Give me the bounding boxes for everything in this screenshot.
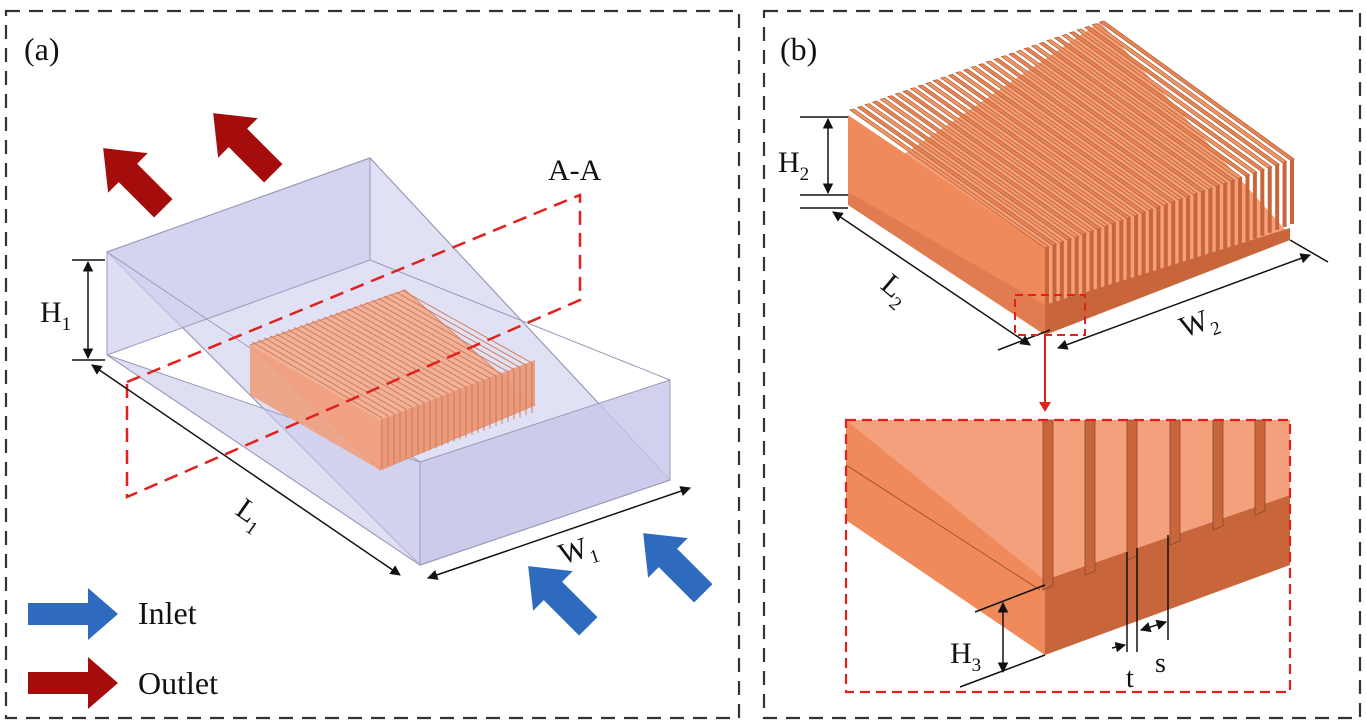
heat-sink-fin-front <box>1141 212 1146 283</box>
heat-sink-fin-front <box>1059 241 1064 315</box>
s-label: s <box>1155 648 1166 679</box>
small-fin-line <box>305 322 437 399</box>
heat-sink-fin-front <box>1260 169 1265 236</box>
legend-outlet-arrow <box>28 657 118 709</box>
small-fin-line <box>377 297 509 373</box>
heat-sink-fin-front <box>1200 191 1205 259</box>
zoom-fin <box>1254 419 1266 516</box>
legend: Inlet Outlet <box>28 588 218 709</box>
panel-a-label: (a) <box>24 31 60 67</box>
heat-sink-fin-front <box>1208 188 1213 256</box>
heat-sink-fin-front <box>1111 223 1116 294</box>
heat-sink-fin-front <box>1119 220 1124 291</box>
h3-label: H3 <box>950 637 981 676</box>
heat-sink-fin-front <box>1074 236 1079 309</box>
heat-sink-fin-front <box>1052 244 1057 318</box>
inlet-arrow-2 <box>643 533 713 603</box>
heat-sink-fin-front <box>1171 201 1176 271</box>
h2-label: H2 <box>778 146 809 185</box>
small-fin-line <box>389 293 521 368</box>
zoom-detail <box>845 419 1290 655</box>
small-fin-line <box>311 320 443 397</box>
heat-sink-fin-front <box>1215 185 1220 254</box>
heat-sink-fin-front <box>1067 239 1072 312</box>
panel-a-frame <box>4 9 741 720</box>
zoom-fin <box>1042 419 1054 591</box>
heat-sink-fin-front <box>1223 183 1228 251</box>
small-fin-line <box>341 310 473 386</box>
s-dimension-line <box>1139 619 1168 633</box>
heat-sink-fin-front <box>1186 196 1191 265</box>
l2-ext <box>997 329 1051 351</box>
heat-sink-fin-front <box>1045 247 1049 320</box>
heat-sink-fin-front <box>1282 161 1287 227</box>
small-fin-line <box>395 291 527 366</box>
legend-inlet-label: Inlet <box>138 595 197 631</box>
zoom-connector-head <box>1039 402 1051 412</box>
zoom-fin <box>1212 419 1224 531</box>
heat-sink-fin-front <box>1238 177 1243 245</box>
heat-sink-fin-front <box>1089 231 1094 303</box>
heat-sink-fin-front <box>1252 172 1257 239</box>
heat-sink-large <box>848 20 1295 335</box>
small-fin-line <box>383 295 515 371</box>
zoom-fin <box>1126 419 1138 561</box>
small-fin-line <box>299 324 431 401</box>
panel-b-frame <box>762 9 1362 720</box>
heat-sink-fin-front <box>1290 159 1294 224</box>
small-fin-line <box>359 304 491 379</box>
heat-sink-fin-front <box>1163 204 1168 274</box>
heat-sink-fin-front <box>1193 193 1198 262</box>
heat-sink-fin-front <box>1134 215 1139 286</box>
small-fin-line <box>353 306 485 382</box>
h1-label: H1 <box>40 296 71 335</box>
legend-outlet-label: Outlet <box>138 665 218 701</box>
heat-sink-fin-front <box>1267 167 1272 233</box>
zoom-frame <box>844 418 1292 694</box>
zoom-fin <box>1169 419 1181 546</box>
l2-dimension-line <box>832 211 1031 346</box>
outlet-arrow-1 <box>103 148 173 218</box>
heat-sink-fin-front <box>1126 217 1131 288</box>
w1-dimension-line <box>427 486 691 580</box>
inlet-arrow-1 <box>528 566 598 636</box>
zoom-source-box <box>1014 294 1086 336</box>
heat-sink-fin-front <box>1156 207 1161 277</box>
panel-b-label: (b) <box>780 31 817 67</box>
small-fin-line <box>365 302 497 377</box>
heat-sink-fin-front <box>1096 228 1101 300</box>
h3-ext-top <box>974 584 1046 613</box>
small-fin-line <box>347 308 479 384</box>
t-label: t <box>1126 663 1134 694</box>
l2-label: L2 <box>871 267 917 315</box>
t-arrow-left <box>1111 642 1127 653</box>
heat-sink-fin-front <box>1230 180 1235 248</box>
heat-sink-fin-front <box>1148 209 1153 280</box>
zoom-fin <box>1084 419 1096 576</box>
outlet-arrow-2 <box>213 113 283 183</box>
legend-inlet-arrow <box>28 588 118 640</box>
heat-sink-fin-front <box>1104 225 1109 297</box>
l1-label: L1 <box>226 492 271 540</box>
heat-sink-fin-front <box>1178 199 1183 268</box>
small-fin-line <box>317 318 449 395</box>
small-fin-line <box>335 312 467 388</box>
w2-dimension-line <box>1057 253 1311 350</box>
w1-label: W1 <box>555 528 603 577</box>
section-label-aa: A-A <box>548 154 602 187</box>
heat-sink-fin-front <box>1275 164 1280 230</box>
w2-label: W2 <box>1175 300 1224 350</box>
w2-ext <box>1289 239 1329 263</box>
small-fin-line <box>329 314 461 390</box>
heat-sink-fin-front <box>1245 175 1250 242</box>
small-fin-line <box>323 316 455 393</box>
small-fin-line <box>371 299 503 375</box>
l1-dimension-line <box>91 364 401 576</box>
small-fin-line <box>401 289 533 364</box>
